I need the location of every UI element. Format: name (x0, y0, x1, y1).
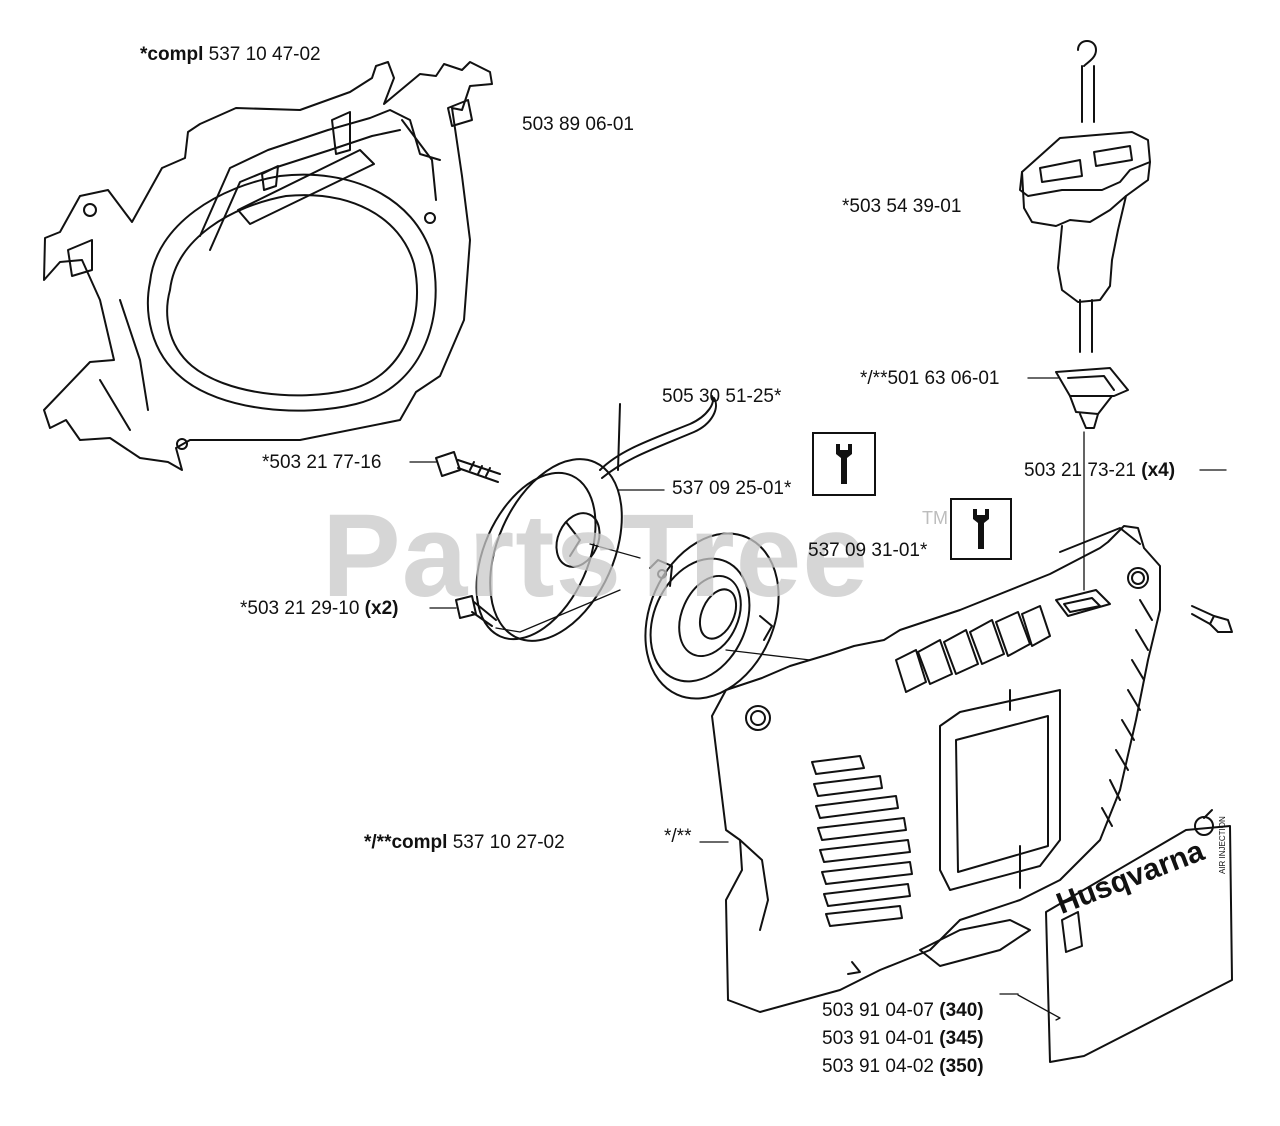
label-decal-345: 503 91 04-01 (345) (822, 1028, 984, 1049)
label-handle: *503 54 39-01 (842, 196, 962, 217)
label-decal-350: 503 91 04-02 (350) (822, 1056, 984, 1077)
starter-handle-part (1019, 40, 1151, 353)
label-decal-340: 503 91 04-07 (340) (822, 1000, 984, 1021)
label-starter: */**compl 537 10 27-02 (364, 832, 565, 853)
clutch-housing-part (43, 61, 493, 471)
starter-cord-part (599, 395, 717, 479)
decal-part (1045, 809, 1233, 1063)
label-housing: *compl 537 10 47-02 (140, 44, 321, 65)
label-guard: 503 89 06-01 (522, 114, 634, 135)
screw-cover-part (1191, 605, 1233, 633)
tool-box-spring (950, 498, 1012, 560)
label-grommet: */**501 63 06-01 (860, 368, 1000, 389)
label-screw-pulley: *503 21 77-16 (262, 452, 382, 473)
label-screw-cover: 503 21 73-21 (x4) (1024, 460, 1176, 481)
label-pulley: 537 09 25-01* (672, 478, 792, 499)
wrench-icon (836, 444, 852, 484)
label-spring: 537 09 31-01* (808, 540, 928, 561)
starter-cover-part (711, 525, 1161, 1013)
grommet-part (1055, 367, 1129, 429)
wrench-icon (973, 509, 989, 549)
label-starter-ref: */** (664, 826, 692, 847)
label-cord: 505 30 51-25* (662, 386, 782, 407)
tool-box-pulley (812, 432, 876, 496)
recoil-spring-part (644, 532, 780, 700)
trademark-mark: TM (922, 508, 948, 528)
screw-spring-part (455, 595, 497, 627)
watermark-text: PartsTree (322, 490, 869, 622)
decal-subtext: AIR INJECTION (1218, 816, 1227, 874)
label-screw-spring: *503 21 29-10 (x2) (240, 598, 399, 619)
screw-pulley-part (435, 451, 501, 483)
starter-pulley-part (475, 458, 623, 642)
leader-lines (409, 377, 1227, 1021)
